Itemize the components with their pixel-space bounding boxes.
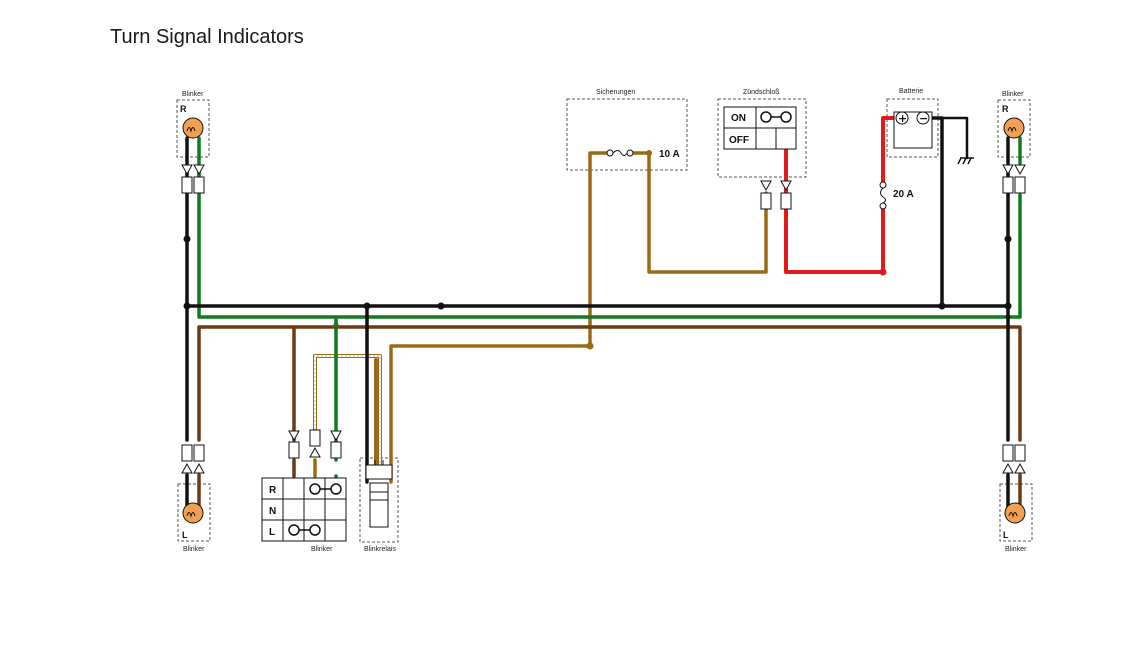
connector-pair-rear-right	[1002, 164, 1026, 194]
relay-label: Blinkrelais	[364, 546, 396, 553]
ignition-on-contact-icon	[760, 111, 792, 123]
turn-switch-left-contact-icon	[288, 524, 321, 536]
junction-dot	[333, 322, 339, 328]
turn-switch-right-contact-icon	[309, 483, 342, 495]
lamp-icon	[182, 117, 204, 139]
lamp-icon	[1004, 502, 1026, 524]
ground-wire	[940, 116, 969, 160]
battery-label: Batterie	[899, 88, 923, 95]
labels: Blinker R Blinker R L Blinker L Blinker …	[180, 88, 1027, 553]
junction-dot	[183, 302, 191, 310]
wire-relay-dashed-inner	[314, 355, 381, 466]
blinker-rear-right-label: Blinker	[1002, 91, 1024, 98]
connector-pair-rear-left	[1002, 444, 1026, 474]
battery-plus-terminal	[895, 111, 909, 125]
relay-icon	[365, 460, 393, 528]
blinker-front-left-box	[177, 483, 211, 542]
junction-dot	[1004, 302, 1012, 310]
wire-relay-dashed	[313, 354, 382, 467]
ignition-on-label: ON	[731, 113, 746, 124]
blinker-front-right-label: Blinker	[182, 91, 204, 98]
blinker-rear-left-box	[999, 483, 1033, 542]
blinker-front-right-box	[176, 99, 210, 158]
junction-dot	[586, 342, 594, 350]
battery-plus-symbol: +	[898, 112, 907, 125]
component-boxes	[176, 98, 1033, 543]
wire-red	[784, 116, 899, 274]
connector-row-switch	[288, 429, 342, 459]
battery-minus-symbol: −	[919, 112, 928, 125]
junction-dot	[1004, 235, 1012, 243]
fuse-20a-icon	[879, 181, 887, 210]
fuse-rating-20a: 20 A	[893, 189, 914, 200]
junction-dot	[938, 302, 946, 310]
battery-minus-terminal	[916, 111, 930, 125]
turn-switch-r-label: R	[269, 485, 277, 496]
junction-dot	[437, 302, 445, 310]
ignition-off-label: OFF	[729, 135, 749, 146]
connector-pair-front-right	[181, 164, 205, 194]
blinker-front-left-letter: L	[182, 530, 188, 540]
connector-pair-front-left	[181, 444, 205, 474]
blinker-rear-right-box	[997, 99, 1031, 158]
junction-dot	[183, 235, 191, 243]
blinker-front-right-letter: R	[180, 104, 187, 114]
battery-icon	[893, 111, 933, 149]
blinker-rear-left-label: Blinker	[1005, 546, 1027, 553]
junction-dot	[363, 302, 371, 310]
junction-dot	[1005, 314, 1011, 320]
turn-switch-l-label: L	[269, 527, 275, 538]
ground-icon	[957, 157, 974, 165]
turn-switch-n-label: N	[269, 506, 276, 517]
blinker-lamps	[182, 117, 1026, 524]
battery-box	[886, 98, 939, 158]
fuse-10a-icon	[606, 149, 634, 157]
blinker-front-left-label: Blinker	[183, 546, 205, 553]
lamp-icon	[1003, 117, 1025, 139]
lamp-icon	[182, 502, 204, 524]
blinker-rear-right-letter: R	[1002, 104, 1009, 114]
relay-box	[359, 457, 399, 543]
connectors	[181, 164, 1026, 474]
junction-dot	[879, 268, 887, 276]
ignition-label: Zündschloß	[743, 89, 780, 96]
turn-switch-label: Blinker	[311, 546, 333, 553]
junction-dots	[183, 150, 1012, 350]
connector-pair-ignition	[760, 180, 792, 210]
fuse-box	[566, 98, 688, 171]
blinker-rear-left-letter: L	[1003, 530, 1009, 540]
junction-dot	[646, 150, 652, 156]
fuse-rating-10a: 10 A	[659, 149, 680, 160]
page-title: Turn Signal Indicators	[110, 26, 304, 48]
ignition-box	[717, 98, 807, 178]
fuse-box-label: Sicherungen	[596, 89, 635, 96]
